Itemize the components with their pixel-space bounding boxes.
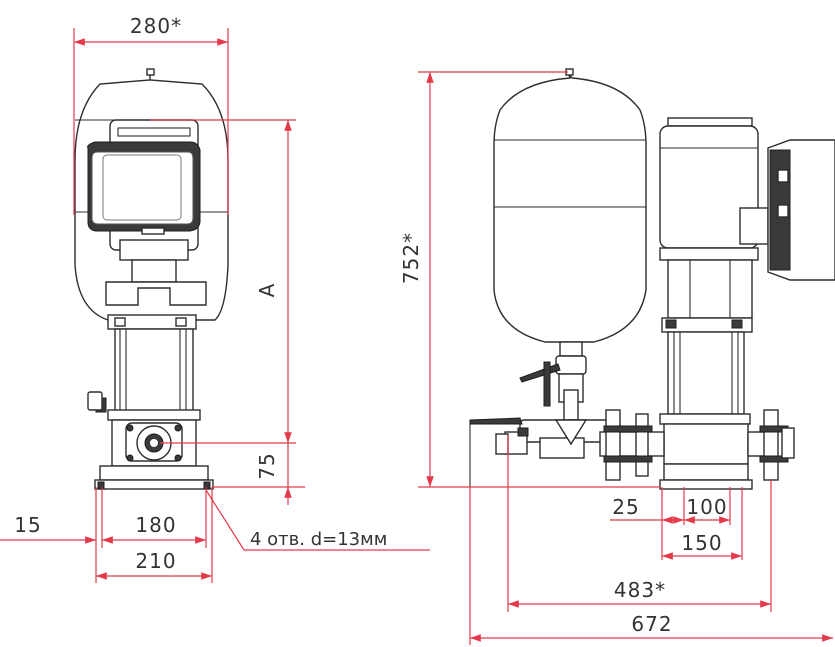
dim-label-hole-spacing: 180 xyxy=(135,513,176,537)
dim-label-top-width: 280* xyxy=(130,14,182,38)
dim-label-base-depth-inner: 100 xyxy=(686,495,727,519)
front-view xyxy=(74,68,229,490)
dimension-labels: 280* A 752* 75 15 180 210 4 отв. d=13мм … xyxy=(14,14,727,636)
dim-label-flange-offset: 25 xyxy=(612,495,639,519)
dim-label-base-depth: 150 xyxy=(681,531,722,555)
side-expansion-tank xyxy=(493,68,647,343)
side-valve-assembly xyxy=(469,341,621,487)
dimension-lines xyxy=(0,28,833,645)
dim-label-side-offset: 15 xyxy=(14,513,41,537)
front-motor-control-box xyxy=(87,119,207,330)
side-view xyxy=(469,68,835,490)
front-pump-column xyxy=(87,328,214,490)
side-pump-motor xyxy=(599,117,835,490)
dim-label-holes-note: 4 отв. d=13мм xyxy=(250,529,387,550)
dim-label-height-a: A xyxy=(255,283,279,298)
dim-label-overall-length: 672 xyxy=(631,612,672,636)
dim-label-total-height: 752* xyxy=(399,232,423,284)
dim-label-base-width: 210 xyxy=(135,549,176,573)
dim-label-flange-to-flange: 483* xyxy=(614,578,666,602)
dim-label-base-height: 75 xyxy=(255,452,279,479)
